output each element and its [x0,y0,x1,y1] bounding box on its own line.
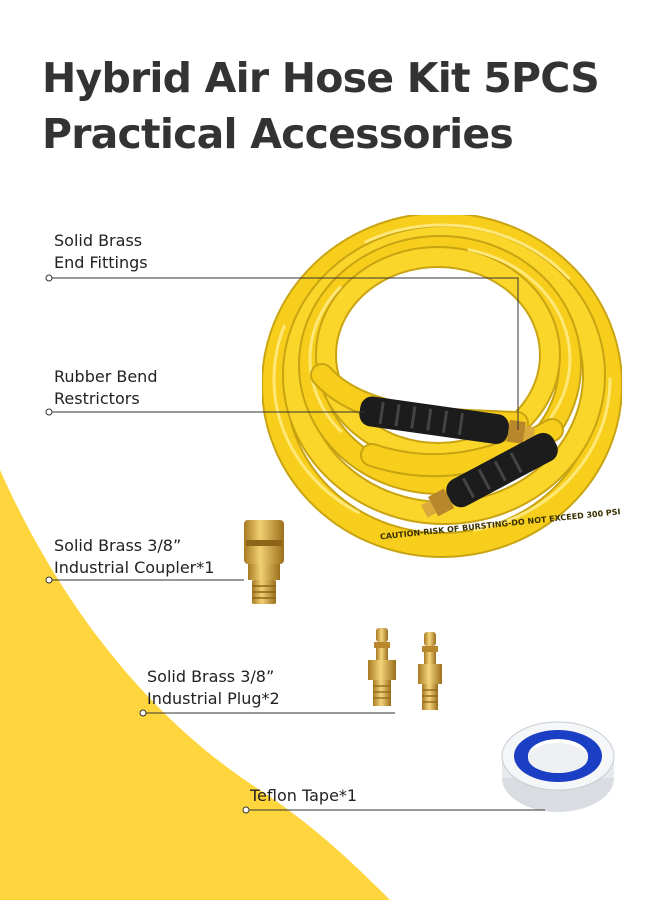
callout-end-fittings-line2: End Fittings [54,253,148,272]
callout-dot-end-fittings [45,274,53,282]
callout-teflon-tape-line1: Teflon Tape*1 [250,786,358,805]
callout-end-fittings-line1: Solid Brass [54,231,143,250]
callout-bend-restrictors-line1: Rubber Bend [54,367,158,386]
callout-end-fittings: Solid Brass End Fittings [54,230,148,274]
callout-plug: Solid Brass 3/8” Industrial Plug*2 [147,666,280,710]
callout-coupler-line2: Industrial Coupler*1 [54,558,215,577]
coiled-air-hose-image: CAUTION-RISK OF BURSTING-DO NOT EXCEED 3… [262,215,622,558]
page-title: Hybrid Air Hose Kit 5PCS Practical Acces… [42,50,600,162]
title-line-2: Practical Accessories [42,110,514,158]
callout-coupler-line1: Solid Brass 3/8” [54,536,182,555]
callout-bend-restrictors-line2: Restrictors [54,389,140,408]
industrial-coupler-image [244,520,284,604]
title-line-1: Hybrid Air Hose Kit 5PCS [42,54,600,102]
callout-dot-bend-restrictors [45,408,53,416]
callout-teflon-tape: Teflon Tape*1 [250,785,357,807]
callout-coupler: Solid Brass 3/8” Industrial Coupler*1 [54,535,214,579]
callout-dot-plug [139,709,147,717]
callout-dot-teflon-tape [242,806,250,814]
industrial-plugs-image [368,628,442,710]
callout-plug-line2: Industrial Plug*2 [147,689,280,708]
teflon-tape-image [501,721,615,812]
callout-bend-restrictors: Rubber Bend Restrictors [54,366,157,410]
callout-dot-coupler [45,576,53,584]
callout-plug-line1: Solid Brass 3/8” [147,667,275,686]
